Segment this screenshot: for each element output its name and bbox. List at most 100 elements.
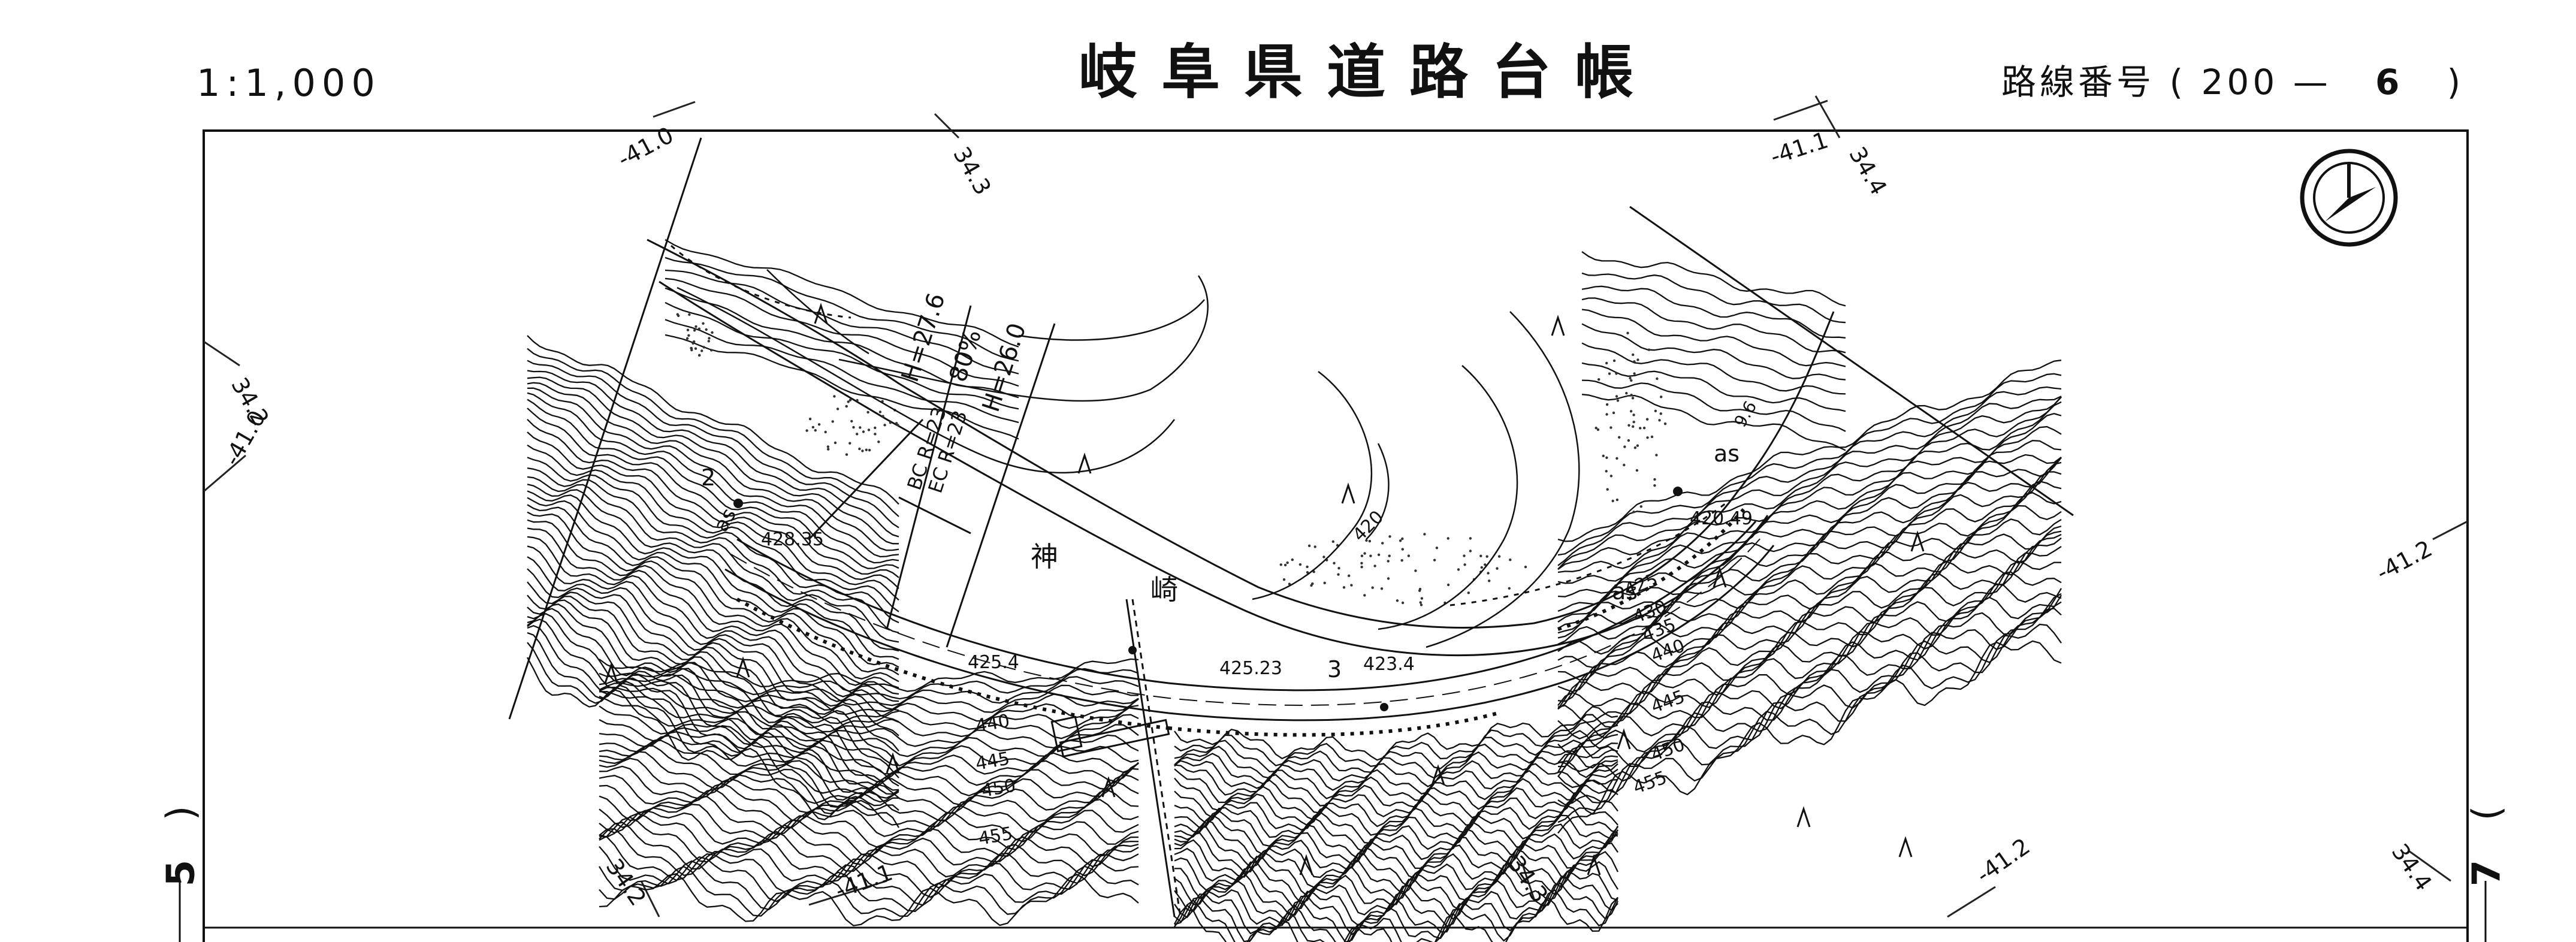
spot-elevation: 428.35 <box>761 529 824 550</box>
stipple-dot <box>1396 599 1399 602</box>
stipple-dot <box>1610 475 1612 477</box>
stipple-dot <box>1615 395 1618 397</box>
stipple-dot <box>827 445 829 448</box>
stipple-dot <box>1618 436 1620 439</box>
stipple-dot <box>1486 555 1488 558</box>
contour-label: 440 <box>974 710 1011 736</box>
north-arrow-icon <box>2302 151 2396 244</box>
stipple-dot <box>1608 372 1611 375</box>
stipple-dot <box>1421 597 1423 599</box>
stipple-dot <box>1467 591 1470 594</box>
stipple-dot <box>1632 413 1635 416</box>
stipple-dot <box>1643 427 1645 429</box>
stipple-dot <box>1627 424 1630 427</box>
stipple-dot <box>805 429 808 431</box>
stipple-dot <box>1632 397 1634 399</box>
stipple-dot <box>1381 542 1384 544</box>
stipple-dot <box>1654 410 1657 412</box>
stipple-dot <box>1373 564 1376 567</box>
stipple-dot <box>1653 484 1656 487</box>
height-label: H=26.0 <box>977 320 1032 415</box>
stipple-dot <box>874 433 876 435</box>
contour-line <box>1174 769 1618 826</box>
stipple-dot <box>1605 413 1608 415</box>
stipple-dot <box>1291 558 1294 561</box>
stipple-dot <box>836 407 839 410</box>
stipple-dot <box>1311 582 1313 585</box>
stipple-dot <box>866 411 869 413</box>
stipple-dot <box>1633 360 1635 363</box>
stipple-dot <box>1414 569 1417 572</box>
contour-line <box>1174 764 1618 820</box>
stipple-dot <box>702 322 704 325</box>
stipple-dot <box>1308 545 1310 547</box>
contour-line <box>1558 360 2061 541</box>
contour-line <box>1558 597 2061 772</box>
stipple-dot <box>848 442 851 445</box>
stipple-dot <box>698 354 700 357</box>
bridge <box>1052 599 1180 917</box>
stipple-dot <box>1399 539 1402 542</box>
grid-label: 34.2 <box>601 854 652 911</box>
grid-label: -41.2 <box>2372 535 2436 586</box>
stipple-dot <box>1617 399 1619 401</box>
stipple-dot <box>1509 558 1511 561</box>
stipple-dot <box>1388 555 1391 557</box>
stipple-dot <box>1605 362 1608 364</box>
stipple-dot <box>1387 577 1390 579</box>
stipple-dot <box>1606 488 1609 491</box>
stipple-dot <box>859 426 861 428</box>
stipple-dot <box>1418 590 1421 592</box>
stipple-dot <box>827 448 829 451</box>
stipple-dot <box>1651 436 1653 438</box>
stipple-dot <box>874 427 876 429</box>
stipple-dot <box>1280 563 1282 566</box>
stipple-dot <box>1648 349 1650 351</box>
stipple-dot <box>1508 587 1511 590</box>
stipple-dot <box>1401 538 1403 540</box>
contour-line <box>1174 740 1618 790</box>
grid-labels: -41.0 34.3 -41.1 34.4 34.2 -41.0 -41.2 3… <box>219 122 2438 911</box>
contour-line <box>1582 310 1846 367</box>
contour-line <box>1174 722 1618 772</box>
stipple-dot <box>1487 572 1489 574</box>
stipple-dot <box>1656 378 1658 380</box>
stipple-dot <box>703 346 705 348</box>
stipple-dot <box>832 420 834 422</box>
contour-line <box>1174 762 1618 813</box>
stipple-dot <box>883 424 886 426</box>
stipple-dot <box>1524 566 1527 568</box>
stipple-dot <box>1481 566 1483 569</box>
stipple-dot <box>834 442 836 444</box>
map-frame <box>180 131 2486 942</box>
stipple-dot <box>1655 454 1657 456</box>
stipple-dot <box>877 440 880 443</box>
contour-label: 445 <box>1648 686 1688 717</box>
stipple-dot <box>1636 469 1638 472</box>
place-name: 崎 <box>1150 573 1178 606</box>
stipple-dot <box>1615 372 1617 375</box>
stipple-dot <box>693 340 695 343</box>
stipple-dot <box>1369 555 1372 557</box>
stipple-dot <box>1360 562 1363 564</box>
stipple-dot <box>1402 602 1404 604</box>
stipple-dot <box>812 426 814 428</box>
stipple-dot <box>868 449 871 451</box>
stipple-dot <box>1322 555 1325 558</box>
stipple-dot <box>1660 412 1662 415</box>
stipple-dot <box>1324 582 1326 584</box>
stipple-dot <box>1372 587 1374 589</box>
stipple-dot <box>687 334 690 337</box>
stipple-dot <box>1612 412 1615 414</box>
stipple-dot <box>865 449 868 451</box>
contour-line <box>1582 343 1846 394</box>
stipple-dot <box>1463 554 1465 557</box>
grid-label: 34.3 <box>948 143 996 200</box>
stipple-dot <box>1284 564 1287 566</box>
stipple-dot <box>1634 446 1636 449</box>
stipple-dot <box>1616 499 1618 501</box>
stipple-dot <box>895 422 898 424</box>
stipple-dot <box>1605 470 1608 472</box>
stipple-dot <box>858 448 860 450</box>
contour-lines <box>527 240 2061 942</box>
